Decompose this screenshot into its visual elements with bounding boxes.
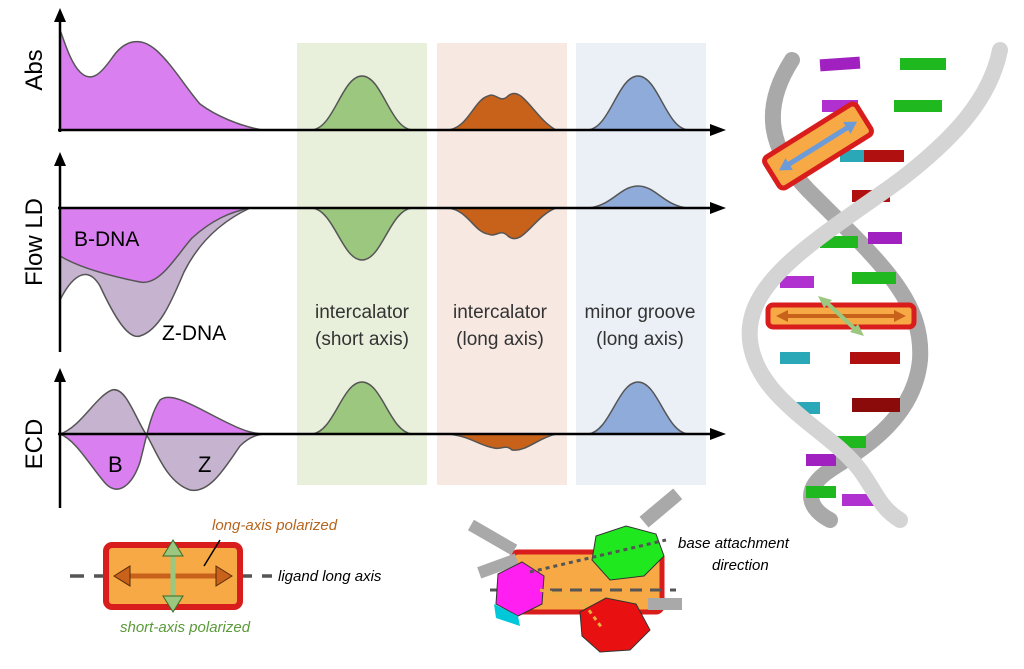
long-axis-arrowhead-left <box>113 565 131 587</box>
label-direction: direction <box>712 557 769 574</box>
band-label-groove-2: (long axis) <box>596 329 684 350</box>
helix-ligand-tilted <box>762 101 874 191</box>
short-axis-arrowhead-bottom <box>162 595 184 613</box>
long-axis-arrowhead-right <box>215 565 233 587</box>
label-b: B <box>108 452 123 477</box>
ecd-peak-short <box>311 381 413 435</box>
abs-panel: Abs <box>21 8 726 136</box>
dna-helix-illustration <box>741 42 1008 528</box>
ld-peak-long <box>447 207 557 240</box>
abs-peak-long <box>447 92 557 131</box>
ld-y-arrowhead <box>54 152 66 166</box>
ld-b-dna-curve <box>59 207 251 283</box>
band-label-long-1: intercalator <box>453 302 548 323</box>
label-short-axis-polarized: short-axis polarized <box>120 619 251 636</box>
band-label-short-1: intercalator <box>315 302 410 323</box>
label-ligand-long-axis: ligand long axis <box>278 568 382 585</box>
helix-strand-front <box>741 42 1008 528</box>
label-base-attachment: base attachment <box>678 535 790 552</box>
label-long-axis-polarized: long-axis polarized <box>212 517 338 534</box>
ld-peak-groove <box>587 185 689 209</box>
ecd-peak-groove <box>587 381 689 435</box>
abs-peak-short <box>311 75 413 131</box>
ecd-ylabel: ECD <box>21 419 48 470</box>
abs-ylabel: Abs <box>21 49 48 90</box>
attach-base-cyan <box>494 604 520 626</box>
ld-panel: Flow LD B-DNA Z-DNA <box>21 152 726 352</box>
label-b-dna: B-DNA <box>74 228 139 251</box>
ecd-z-curve <box>59 389 267 491</box>
attach-base-red <box>579 597 651 653</box>
band-label-groove-1: minor groove <box>585 302 696 323</box>
attach-base-magenta <box>495 561 545 617</box>
short-axis-arrowhead-top <box>162 539 184 557</box>
ld-peak-short <box>311 207 413 261</box>
helix-ligand-flat <box>765 296 917 336</box>
ld-ylabel: Flow LD <box>21 198 48 286</box>
ecd-y-arrowhead <box>54 368 66 382</box>
long-axis-leader <box>203 539 221 567</box>
ecd-b-curve <box>59 396 267 490</box>
attach-base-green <box>591 525 665 581</box>
abs-peak-groove <box>587 75 689 131</box>
band-label-long-2: (long axis) <box>456 329 544 350</box>
abs-x-arrowhead <box>710 124 726 136</box>
ld-x-arrowhead <box>710 202 726 214</box>
label-z-dna: Z-DNA <box>162 322 226 345</box>
abs-y-arrowhead <box>54 8 66 22</box>
ecd-panel: ECD B Z <box>21 368 726 508</box>
label-z: Z <box>198 452 211 477</box>
ecd-peak-long <box>447 433 557 451</box>
abs-dna-spectrum <box>59 29 263 131</box>
band-label-short-2: (short axis) <box>315 329 409 350</box>
legend-ligand: long-axis polarized ligand long axis sho… <box>70 517 382 636</box>
base-attachment-illustration: base attachment direction <box>467 488 790 653</box>
ecd-x-arrowhead <box>710 428 726 440</box>
